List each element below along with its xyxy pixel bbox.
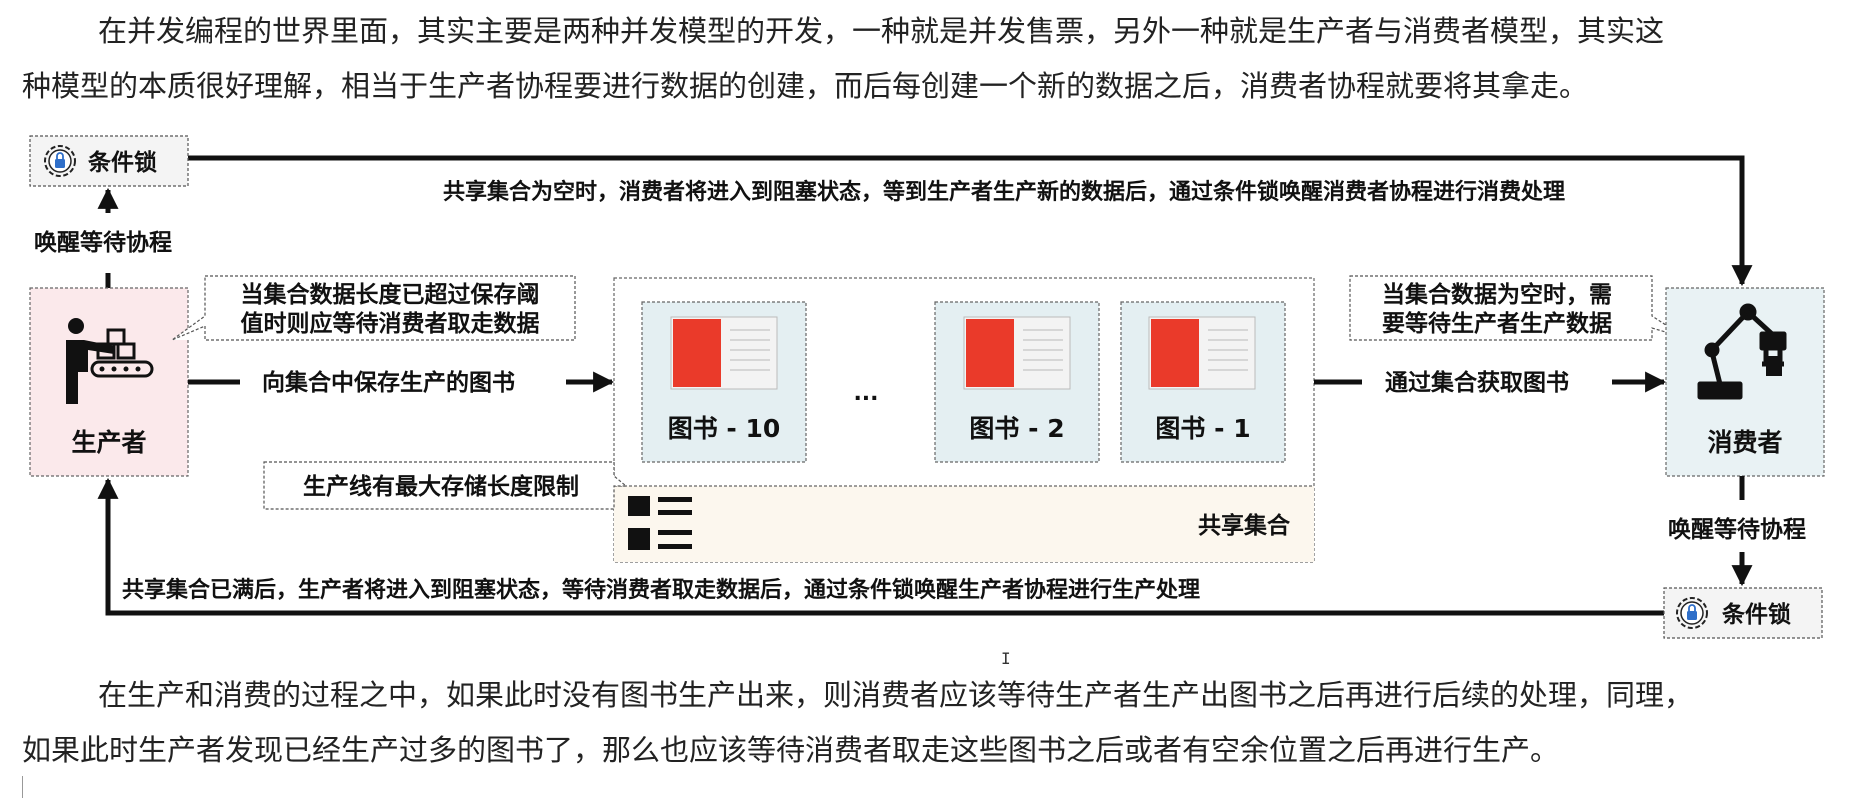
gear-lock-icon [44, 145, 76, 177]
condition-lock-top-label: 条件锁 [88, 149, 157, 176]
arrow-top-to-consumer [188, 155, 1753, 287]
book-label: 图书 - 2 [969, 414, 1064, 443]
book-icon [1148, 316, 1256, 390]
condition-lock-bottom-label: 条件锁 [1722, 601, 1791, 628]
intro-line-1: 在并发编程的世界里面，其实主要是两种并发模型的开发，一种就是并发售票，另外一种就… [98, 14, 1665, 48]
condition-lock-bottom: 条件锁 [1663, 587, 1823, 639]
wake-waiting-right-label: 唤醒等待协程 [1668, 516, 1806, 543]
consumer-callout: 当集合数据为空时，需 要等待生产者生产数据 [1349, 275, 1687, 341]
wake-waiting-left-label: 唤醒等待协程 [34, 229, 172, 256]
producer-callout: 当集合数据长度已超过保存阈 值时则应等待消费者取走数据 [171, 275, 576, 341]
robot-arm-icon [1697, 303, 1787, 400]
shared-set-label: 共享集合 [1198, 512, 1291, 539]
condition-lock-top: 条件锁 [29, 135, 189, 187]
save-books-label: 向集合中保存生产的图书 [262, 369, 515, 396]
fetch-books-label: 通过集合获取图书 [1385, 369, 1569, 396]
book-label: 图书 - 1 [1155, 414, 1250, 443]
book-item: 图书 - 10 [641, 301, 807, 463]
storage-limit-label: 生产线有最大存储长度限制 [303, 473, 579, 500]
book-icon [963, 316, 1071, 390]
list-icon [628, 496, 692, 550]
text-cursor-icon: I [1001, 649, 1011, 668]
intro-paragraph: 在并发编程的世界里面，其实主要是两种并发模型的开发，一种就是并发售票，另外一种就… [22, 4, 1842, 114]
editor-caret [22, 776, 23, 798]
worker-conveyor-icon [66, 318, 154, 404]
summary-line-2: 如果此时生产者发现已经生产过多的图书了，那么也应该等待消费者取走这些图书之后或者… [22, 733, 1560, 767]
summary-paragraph: 在生产和消费的过程之中，如果此时没有图书生产出来，则消费者应该等待生产者生产出图… [22, 668, 1842, 778]
producer-label: 生产者 [71, 428, 146, 457]
intro-line-2: 种模型的本质很好理解，相当于生产者协程要进行数据的创建，而后每创建一个新的数据之… [22, 69, 1589, 103]
top-feedback-loop [97, 155, 1753, 288]
book-item: 图书 - 2 [934, 301, 1100, 463]
bottom-feedback-loop [97, 476, 1753, 616]
book-item: 图书 - 1 [1120, 301, 1286, 463]
gear-lock-icon [1676, 597, 1708, 629]
book-label: 图书 - 10 [668, 414, 781, 443]
consumer-callout-line-2: 要等待生产者生产数据 [1382, 310, 1612, 337]
producer-box: 生产者 [29, 287, 189, 477]
arrow-bottom-to-producer [97, 477, 1664, 616]
storage-limit-callout: 生产线有最大存储长度限制 [263, 461, 628, 510]
top-flow-label: 共享集合为空时，消费者将进入到阻塞状态，等到生产者生产新的数据后，通过条件锁唤醒… [443, 179, 1565, 205]
summary-line-1: 在生产和消费的过程之中，如果此时没有图书生产出来，则消费者应该等待生产者生产出图… [98, 678, 1694, 712]
producer-callout-line-1: 当集合数据长度已超过保存阈 [241, 281, 540, 308]
bottom-flow-label: 共享集合已满后，生产者将进入到阻塞状态，等待消费者取走数据后，通过条件锁唤醒生产… [122, 577, 1200, 603]
books-ellipsis: ... [853, 381, 878, 406]
consumer-box: 消费者 [1665, 287, 1825, 477]
consumer-label: 消费者 [1707, 428, 1782, 457]
consumer-callout-line-1: 当集合数据为空时，需 [1382, 281, 1612, 308]
producer-callout-line-2: 值时则应等待消费者取走数据 [241, 310, 540, 337]
book-icon [670, 316, 778, 390]
